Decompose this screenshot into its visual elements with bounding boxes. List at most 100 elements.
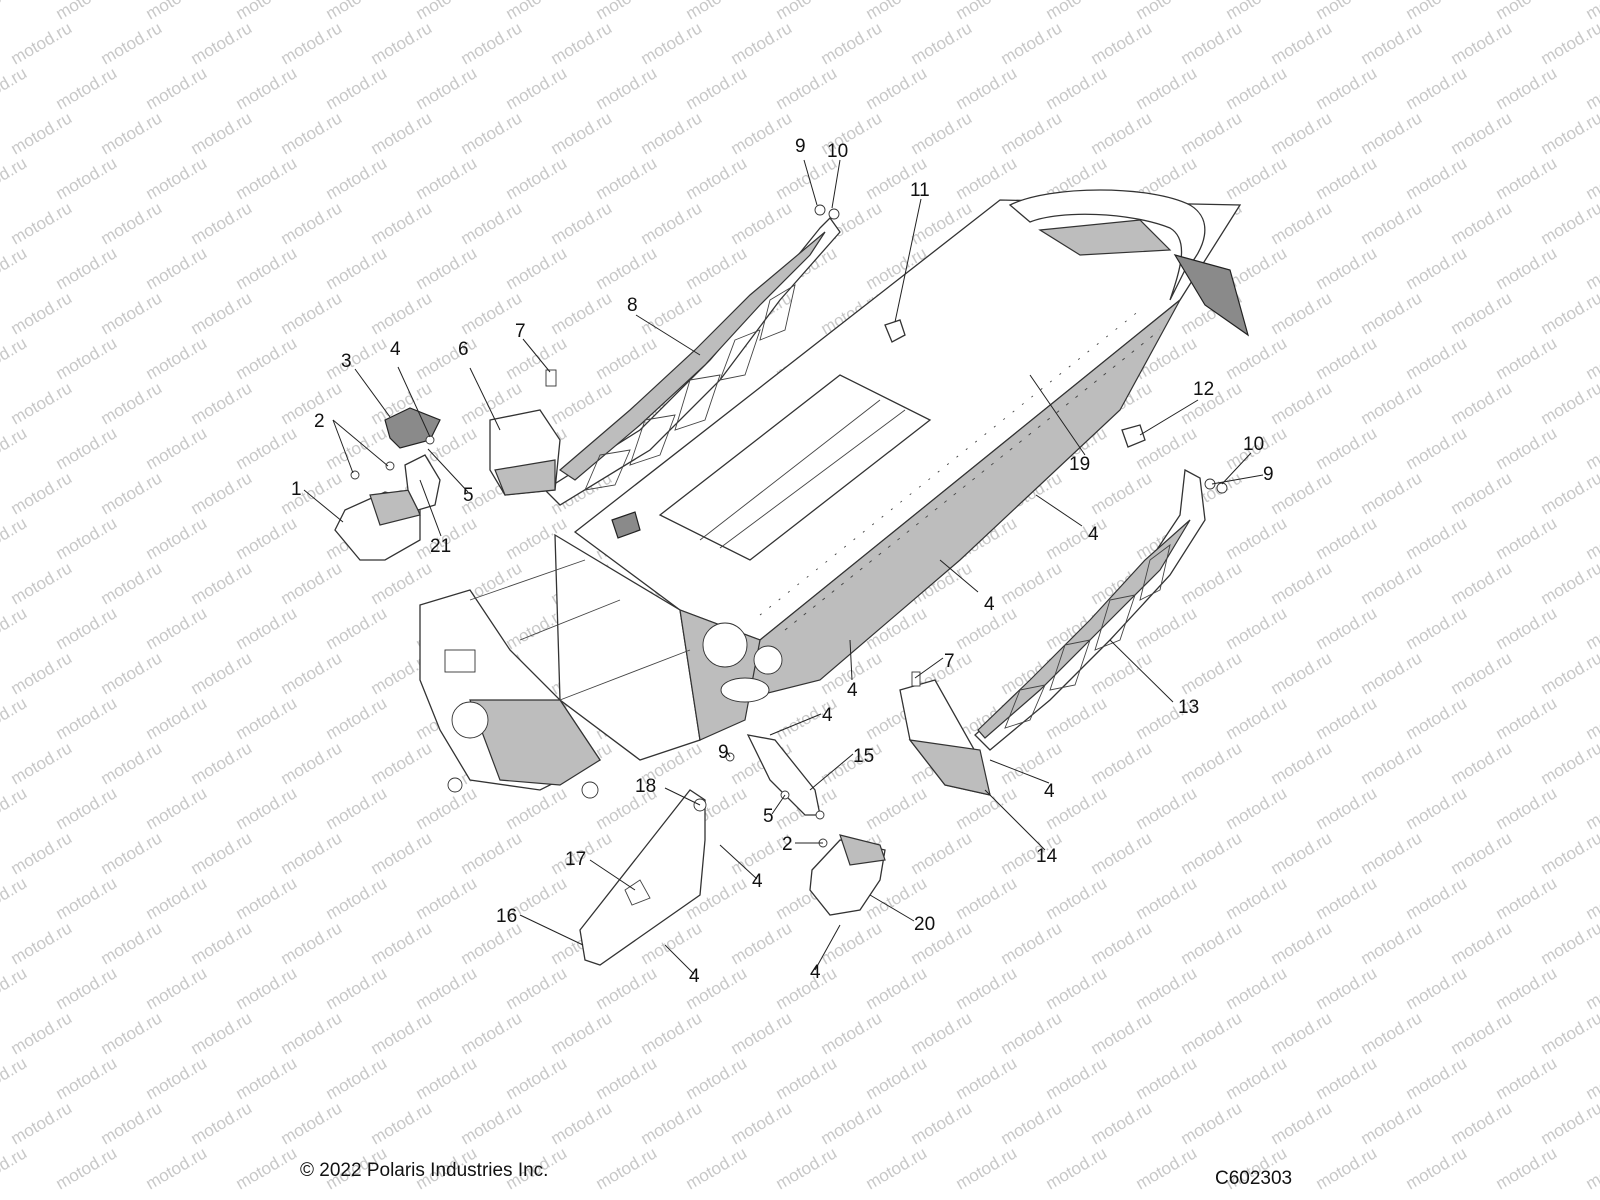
watermark-text: motod.ru <box>683 1053 751 1103</box>
watermark-text: motod.ru <box>593 1053 661 1103</box>
watermark-text: motod.ru <box>638 198 706 248</box>
watermark-text: motod.ru <box>143 1053 211 1103</box>
watermark-text: motod.ru <box>1133 603 1201 653</box>
watermark-text: motod.ru <box>1313 873 1381 923</box>
watermark-text: motod.ru <box>1043 693 1111 743</box>
watermark-text: motod.ru <box>908 1008 976 1058</box>
watermark-text: motod.ru <box>368 918 436 968</box>
watermark-text: motod.ru <box>683 1143 751 1193</box>
watermark-text: motod.ru <box>863 783 931 833</box>
watermark-text: motod.ru <box>593 243 661 293</box>
watermark-text: motod.ru <box>323 333 391 383</box>
watermark-text: motod.ru <box>593 963 661 1013</box>
watermark-text: motod.ru <box>1268 468 1336 518</box>
watermark-text: motod.ru <box>503 63 571 113</box>
watermark-text: motod.ru <box>998 1098 1066 1148</box>
watermark-text: motod.ru <box>233 783 301 833</box>
watermark-text: motod.ru <box>188 378 256 428</box>
watermark-text: motod.ru <box>1268 1008 1336 1058</box>
watermark-text: motod.ru <box>1178 918 1246 968</box>
watermark-text: motod.ru <box>998 918 1066 968</box>
watermark-text: motod.ru <box>1223 63 1291 113</box>
watermark-text: motod.ru <box>1133 873 1201 923</box>
watermark-text: motod.ru <box>0 0 30 23</box>
watermark-text: motod.ru <box>1493 333 1561 383</box>
watermark-text: motod.ru <box>1268 558 1336 608</box>
watermark-text: motod.ru <box>413 243 481 293</box>
watermark-text: motod.ru <box>8 288 76 338</box>
callout-2: 2 <box>314 411 325 432</box>
watermark-text: motod.ru <box>143 243 211 293</box>
watermark-text: motod.ru <box>998 1008 1066 1058</box>
watermark-text: motod.ru <box>1268 828 1336 878</box>
callout-4-panel-20: 4 <box>810 962 821 983</box>
watermark-text: motod.ru <box>1448 288 1516 338</box>
callout-4-tunnel-lower: 4 <box>984 594 995 615</box>
watermark-text: motod.ru <box>818 918 886 968</box>
watermark-text: motod.ru <box>188 468 256 518</box>
watermark-text: motod.ru <box>188 288 256 338</box>
watermark-text: motod.ru <box>233 243 301 293</box>
watermark-text: motod.ru <box>1223 333 1291 383</box>
callout-9-lower: 9 <box>718 742 729 763</box>
watermark-text: motod.ru <box>143 693 211 743</box>
watermark-text: motod.ru <box>953 963 1021 1013</box>
watermark-text: motod.ru <box>1583 63 1600 113</box>
watermark-text: motod.ru <box>728 18 796 68</box>
watermark-text: motod.ru <box>728 918 796 968</box>
watermark-text: motod.ru <box>323 963 391 1013</box>
watermark-text: motod.ru <box>1268 1098 1336 1148</box>
watermark-text: motod.ru <box>1358 918 1426 968</box>
watermark-text: motod.ru <box>1448 1008 1516 1058</box>
leader-lines <box>303 159 1264 975</box>
watermark-text: motod.ru <box>1178 1008 1246 1058</box>
watermark-text: motod.ru <box>413 153 481 203</box>
watermark-text: motod.ru <box>98 108 166 158</box>
watermark-text: motod.ru <box>1268 288 1336 338</box>
watermark-text: motod.ru <box>638 1098 706 1148</box>
watermark-text: motod.ru <box>1538 198 1600 248</box>
watermark-text: motod.ru <box>683 243 751 293</box>
watermark-text: motod.ru <box>53 963 121 1013</box>
watermark-text: motod.ru <box>1088 1098 1156 1148</box>
watermark-text: motod.ru <box>1583 243 1600 293</box>
watermark-text: motod.ru <box>1313 693 1381 743</box>
callout-5-lower: 5 <box>763 806 774 827</box>
watermark-text: motod.ru <box>1178 648 1246 698</box>
watermark-text: motod.ru <box>1043 1143 1111 1193</box>
watermark-text: motod.ru <box>1358 378 1426 428</box>
watermark-text: motod.ru <box>143 513 211 563</box>
watermark-text: motod.ru <box>773 963 841 1013</box>
watermark-text: motod.ru <box>1223 693 1291 743</box>
callout-labels: 1 2 3 4 5 21 6 7 8 9 10 11 12 19 10 9 4 … <box>291 136 1274 987</box>
watermark-text: motod.ru <box>1313 153 1381 203</box>
rear-lower-panels <box>579 734 886 966</box>
watermark-text: motod.ru <box>278 288 346 338</box>
callout-15: 15 <box>853 746 874 767</box>
callout-8: 8 <box>627 295 638 316</box>
watermark-text: motod.ru <box>98 1008 166 1058</box>
watermark-text: motod.ru <box>0 963 30 1013</box>
watermark-text: motod.ru <box>53 783 121 833</box>
watermark-text: motod.ru <box>458 198 526 248</box>
watermark-text: motod.ru <box>1358 18 1426 68</box>
watermark-text: motod.ru <box>8 558 76 608</box>
watermark-text: motod.ru <box>143 333 211 383</box>
watermark-text: motod.ru <box>1313 783 1381 833</box>
watermark-text: motod.ru <box>818 18 886 68</box>
watermark-text: motod.ru <box>1493 963 1561 1013</box>
watermark-text: motod.ru <box>1313 1053 1381 1103</box>
callout-4-panel-16: 4 <box>689 966 700 987</box>
watermark-text: motod.ru <box>1088 828 1156 878</box>
watermark-text: motod.ru <box>323 63 391 113</box>
watermark-text: motod.ru <box>53 693 121 743</box>
watermark-text: motod.ru <box>1583 873 1600 923</box>
watermark-text: motod.ru <box>908 1098 976 1148</box>
watermark-text: motod.ru <box>1043 63 1111 113</box>
watermark-text: motod.ru <box>323 243 391 293</box>
watermark-text: motod.ru <box>1583 693 1600 743</box>
watermark-text: motod.ru <box>278 918 346 968</box>
watermark-text: motod.ru <box>1313 243 1381 293</box>
watermark-text: motod.ru <box>233 963 301 1013</box>
watermark-text: motod.ru <box>1133 963 1201 1013</box>
